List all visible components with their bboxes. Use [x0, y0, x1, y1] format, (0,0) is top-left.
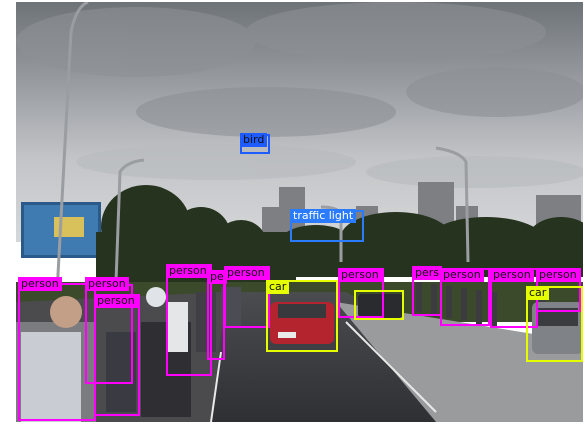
detection-label-person: person — [18, 277, 62, 291]
detection-label-person: pe — [207, 270, 227, 284]
sidewalk — [336, 302, 583, 422]
red-car — [270, 302, 334, 344]
detection-box-person — [94, 294, 140, 416]
detection-box-person — [166, 264, 212, 376]
detection-label-bird: bird — [240, 133, 268, 147]
detection-box-car — [354, 290, 404, 320]
detection-box-car — [266, 280, 338, 352]
clouds — [16, 2, 583, 137]
detection-box-car — [526, 286, 583, 362]
detection-label-person: person — [94, 294, 138, 308]
detection-label-person: person — [440, 268, 484, 282]
street-photo: bird traffic light person person person … — [16, 2, 583, 422]
detection-label-traffic-light: traffic light — [290, 209, 357, 223]
detection-label-person: pers — [412, 266, 443, 280]
detection-label-person: person — [224, 266, 268, 280]
detection-label-person: person — [536, 268, 580, 282]
detection-label-person: person — [338, 268, 382, 282]
detection-label-person: person — [166, 264, 210, 278]
trees — [96, 185, 583, 282]
detection-label-car: car — [526, 286, 550, 300]
detection-label-car: car — [266, 280, 290, 294]
detection-label-person: person — [85, 277, 129, 291]
dark-car — [358, 294, 403, 318]
detection-label-person: person — [490, 268, 534, 282]
